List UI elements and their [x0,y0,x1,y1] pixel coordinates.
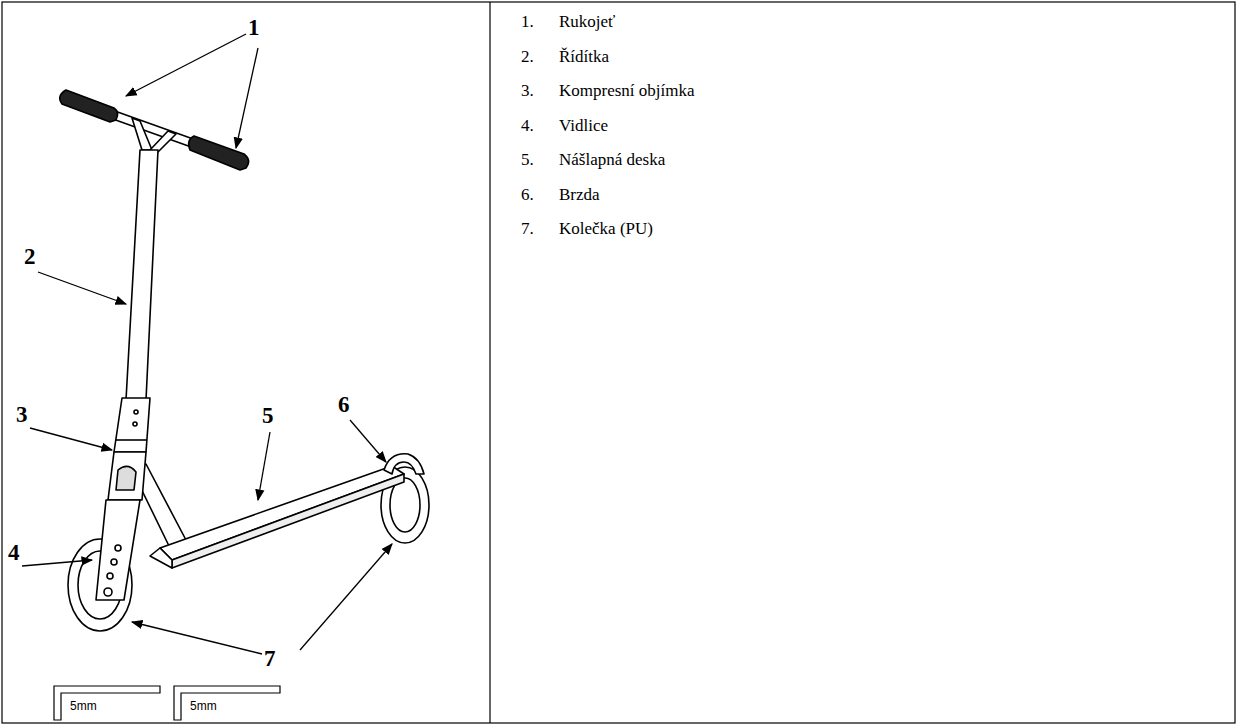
part-name: Rukojeť [559,12,615,32]
leader-arrow [22,34,392,654]
callout-number: 6 [338,392,350,418]
list-number: 4. [521,116,534,136]
part-name: Brzda [559,185,600,205]
stem-tube [126,150,158,400]
tool-size: 5mm [190,700,217,714]
part-name: Kolečka (PU) [559,219,653,239]
compression-clamp [114,398,150,452]
list-number: 3. [521,81,534,101]
callout-number: 5 [262,403,274,429]
tool-size: 5mm [70,700,97,714]
deck [160,466,404,560]
handlebar [110,110,196,152]
callout-number: 4 [8,540,20,566]
list-number: 2. [521,47,534,67]
list-number: 6. [521,185,534,205]
callout-number: 1 [248,15,260,41]
callout-number: 7 [264,646,276,672]
list-number: 1. [521,12,534,32]
part-name: Řídítka [559,47,609,67]
fork [96,500,140,600]
head-tube [108,452,146,500]
part-name: Vidlice [559,116,608,136]
part-name: Nášlapná deska [559,150,665,170]
part-name: Kompresní objímka [559,81,695,101]
brake [384,454,424,474]
callout-number: 3 [16,402,28,428]
list-number: 5. [521,150,534,170]
callout-number: 2 [24,244,36,270]
hex-key [54,686,280,720]
list-number: 7. [521,219,534,239]
